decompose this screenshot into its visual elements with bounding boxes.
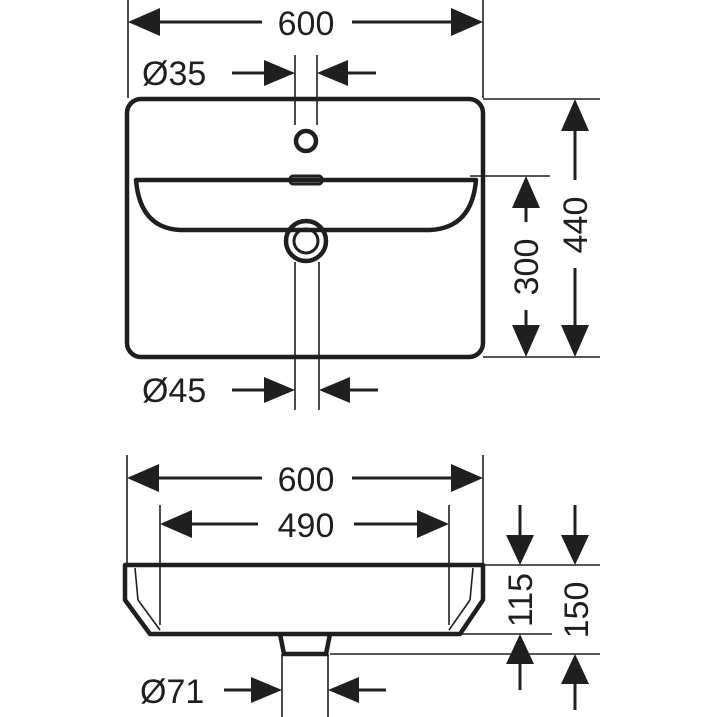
top-width-label: 600 [278,5,335,43]
dim-tap-hole: Ø35 [142,55,376,125]
basin-outline [124,96,486,360]
dim-outlet: Ø71 [140,654,386,717]
waste-outlet-outer [283,218,329,264]
dim-top-width: 600 [127,0,484,98]
arrow-right-icon [251,677,282,703]
arrow-right-icon [451,464,483,492]
outlet-profile [277,633,333,657]
arrow-right-icon [264,60,295,86]
arrow-up-icon [561,99,589,131]
tap-hole [293,128,319,154]
basin-edge-line [137,599,161,631]
arrow-right-icon [417,510,449,538]
dim-bowl-depth: 300 [470,175,600,358]
overflow-slot [288,174,324,186]
arrow-up-icon [512,176,540,208]
side-width-label: 600 [278,461,335,499]
dim-waste: Ø45 [142,262,378,410]
arrow-left-icon [128,8,160,36]
arrow-up-icon [561,654,589,684]
dim-bowl-width: 490 [159,505,450,625]
arrow-right-icon [451,8,483,36]
arrow-right-icon [264,377,295,403]
arrow-left-icon [328,677,359,703]
top-view: 600 Ø35 Ø45 [124,0,600,410]
overall-height-label: 150 [558,582,596,639]
arrow-left-icon [317,60,348,86]
arrow-down-icon [561,325,589,357]
dim-bowl-height: 115 [460,505,600,690]
arrow-down-icon [506,535,534,565]
bowl-width-label: 490 [278,507,335,545]
basin-edge-line [134,567,139,601]
arrow-left-icon [127,464,159,492]
arrow-left-icon [160,510,192,538]
side-view: 600 490 Ø71 [122,455,600,717]
dim-side-width: 600 [126,455,484,565]
dim-overall-height: 150 [330,505,600,710]
outlet-label: Ø71 [140,673,204,711]
bowl-depth-label: 300 [508,239,546,296]
arrow-down-icon [512,325,540,357]
arrow-up-icon [506,634,534,664]
arrow-left-icon [319,377,350,403]
waste-label: Ø45 [142,372,206,410]
dim-overall-depth: 440 [483,98,600,357]
basin-side-profile [122,562,486,637]
basin-edge-line [448,599,471,631]
basin-edge-line [469,567,474,601]
bowl-height-label: 115 [502,573,540,627]
waste-outlet-inner [292,227,320,255]
arrow-down-icon [561,535,589,565]
overall-depth-label: 440 [557,197,595,254]
bowl-rim [133,177,479,233]
tap-hole-label: Ø35 [142,55,206,93]
